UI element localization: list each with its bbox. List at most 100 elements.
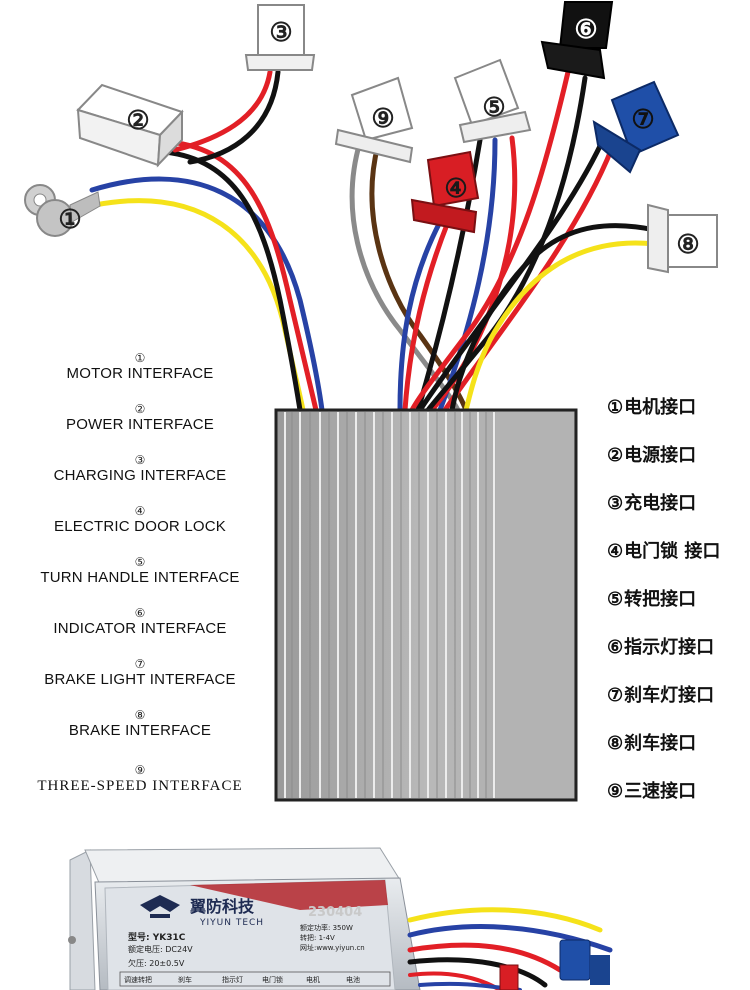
en-label-8: ⑧ BRAKE INTERFACE	[0, 708, 280, 740]
cn-label-9: ⑨三速接口	[607, 781, 696, 803]
en-label-5: ⑤ TURN HANDLE INTERFACE	[0, 555, 280, 587]
en-label-8-num: ⑧	[134, 708, 146, 722]
en-label-3-num: ③	[134, 453, 146, 467]
connector-2-number: ②	[126, 106, 149, 136]
cn-label-9-num: ⑨	[607, 781, 624, 802]
table-header-throttle: 调速转把	[124, 975, 152, 984]
cn-label-1-num: ①	[607, 397, 624, 418]
connector-4-number: ④	[444, 174, 467, 204]
cn-label-3: ③充电接口	[607, 493, 696, 515]
cn-label-7-num: ⑦	[607, 685, 624, 706]
cn-label-5-text: 转把接口	[624, 589, 697, 610]
cn-label-6: ⑥指示灯接口	[607, 637, 714, 659]
website-text: 网址:www.yiyun.cn	[300, 943, 365, 952]
en-label-7: ⑦ BRAKE LIGHT INTERFACE	[0, 657, 280, 689]
connector-6-number: ⑥	[574, 15, 597, 45]
en-label-6-num: ⑥	[134, 606, 146, 620]
cn-label-5: ⑤转把接口	[607, 589, 696, 611]
en-label-3-text: CHARGING INTERFACE	[53, 467, 227, 484]
cn-label-4-text: 电门锁 接口	[624, 541, 721, 562]
wire-8-black	[449, 223, 658, 413]
cn-label-8-num: ⑧	[607, 733, 624, 754]
en-label-2: ② POWER INTERFACE	[0, 402, 280, 434]
cn-label-7: ⑦刹车灯接口	[607, 685, 714, 707]
en-label-5-num: ⑤	[134, 555, 146, 569]
controller-photo: 翼防科技 YIYUN TECH 230404 型号: YK31C 额定电压: D…	[68, 847, 613, 990]
photo-connector-blue	[559, 939, 610, 985]
en-label-4-text: ELECTRIC DOOR LOCK	[54, 518, 226, 535]
cn-label-4: ④电门锁 接口	[607, 541, 720, 563]
wire-8-yellow	[463, 240, 658, 413]
connector-7-number: ⑦	[631, 105, 654, 135]
wire-2-black	[162, 149, 303, 413]
connector-9: ⑨	[334, 76, 414, 164]
cn-label-2-num: ②	[607, 445, 624, 466]
en-label-3: ③ CHARGING INTERFACE	[0, 453, 280, 485]
connector-3: ③	[244, 4, 316, 71]
cn-label-1: ①电机接口	[607, 397, 696, 419]
connector-7: ⑦	[592, 80, 680, 174]
en-label-1-num: ①	[134, 351, 146, 365]
wire-3-black	[187, 69, 281, 165]
connector-5-number: ⑤	[482, 93, 505, 123]
table-header-brake: 刹车	[178, 975, 192, 984]
wire-6-red	[409, 69, 571, 413]
en-label-6: ⑥ INDICATOR INTERFACE	[0, 606, 280, 638]
table-header-indicator: 指示灯	[222, 975, 243, 984]
connector-2: ②	[76, 83, 184, 168]
en-label-4-num: ④	[134, 504, 146, 518]
connector-4: ④	[410, 150, 480, 234]
connector-9-number: ⑨	[371, 104, 394, 134]
connector-5: ⑤	[453, 58, 532, 144]
wire-4-red	[402, 219, 451, 413]
cn-label-7-text: 刹车灯接口	[624, 685, 715, 706]
photo-connector-red	[499, 964, 519, 990]
en-label-7-text: BRAKE LIGHT INTERFACE	[44, 671, 236, 688]
connector-1-number: ①	[58, 205, 81, 235]
undervoltage-text: 欠压: 20±0.5V	[128, 958, 185, 968]
en-label-4: ④ ELECTRIC DOOR LOCK	[0, 504, 280, 536]
cn-label-5-num: ⑤	[607, 589, 624, 610]
cn-label-6-num: ⑥	[607, 637, 624, 658]
cn-label-1-text: 电机接口	[624, 397, 697, 418]
cn-label-3-num: ③	[607, 493, 624, 514]
en-label-2-text: POWER INTERFACE	[65, 416, 214, 433]
voltage-text: 额定电压: DC24V	[128, 944, 193, 954]
cn-label-8-text: 刹车接口	[624, 733, 697, 754]
wire-3-red	[172, 69, 273, 153]
brand-en: YIYUN TECH	[199, 918, 264, 928]
cn-label-6-text: 指示灯接口	[624, 637, 715, 658]
cn-label-8: ⑧刹车接口	[607, 733, 696, 755]
connector-8-number: ⑧	[676, 230, 699, 260]
en-label-8-text: BRAKE INTERFACE	[68, 722, 212, 739]
en-label-5-text: TURN HANDLE INTERFACE	[40, 569, 240, 586]
connector-3-number: ③	[269, 18, 292, 48]
controller-box	[274, 408, 578, 802]
wire-1-blue	[89, 176, 325, 413]
en-label-7-num: ⑦	[134, 657, 146, 671]
batch-number: 230404	[308, 905, 362, 920]
cn-label-3-text: 充电接口	[624, 493, 697, 514]
connector-6: ⑥	[540, 1, 614, 80]
en-label-1-text: MOTOR INTERFACE	[66, 365, 214, 382]
wire-2-red	[167, 139, 319, 413]
en-label-2-num: ②	[134, 402, 146, 416]
table-header-battery: 电池	[346, 975, 360, 984]
power-text: 额定功率: 350W	[300, 923, 353, 932]
en-label-9: ⑨ THREE-SPEED INTERFACE	[0, 763, 280, 795]
brand-cn: 翼防科技	[190, 897, 255, 916]
brand-logo	[140, 895, 180, 918]
wire-4-blue	[397, 219, 443, 413]
model-text: 型号: YK31C	[128, 931, 186, 943]
en-label-9-text: THREE-SPEED INTERFACE	[37, 778, 243, 794]
cn-label-2: ②电源接口	[607, 445, 696, 467]
cn-label-2-text: 电源接口	[624, 445, 697, 466]
en-label-1: ① MOTOR INTERFACE	[0, 351, 280, 383]
en-label-9-num: ⑨	[134, 763, 146, 777]
table-header-motor: 电机	[306, 975, 320, 984]
cn-label-4-num: ④	[607, 541, 624, 562]
en-label-6-text: INDICATOR INTERFACE	[53, 620, 227, 637]
connector-8: ⑧	[647, 203, 718, 274]
